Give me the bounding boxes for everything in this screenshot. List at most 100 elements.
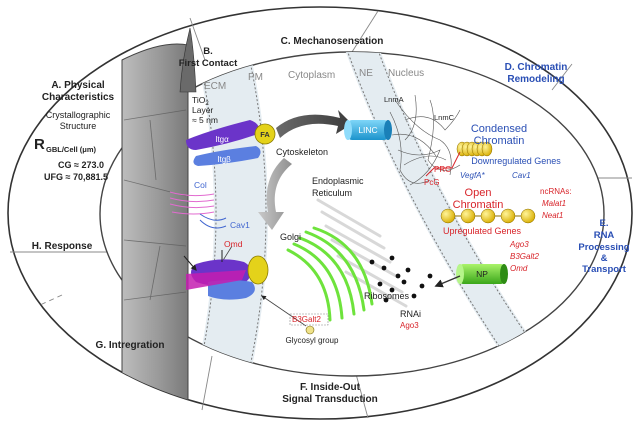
open-nucleosome — [520, 208, 536, 224]
ribosome-dot — [401, 279, 407, 285]
b3galt2-gene: B3Galt2 — [510, 252, 539, 261]
ribosome-dot — [427, 273, 433, 279]
section-a-sub-line2: Structure — [60, 121, 97, 131]
focal-adhesion — [254, 123, 276, 145]
open-chromatin-balls — [440, 208, 536, 224]
tio2-label: TiO2 — [192, 95, 209, 107]
condensed-nucleosome — [481, 141, 493, 157]
region-pm: PM — [248, 72, 263, 83]
integrin-alpha — [186, 120, 259, 150]
glycosyl-label: Glycosyl group — [286, 336, 339, 345]
section-g-title: G. Intregration — [96, 340, 165, 351]
section-b-title-line2: First Contact — [179, 58, 238, 69]
section-f-title: F. Inside-Out — [300, 382, 361, 393]
itgb-label: Itgβ — [217, 155, 231, 164]
ribosome-dot — [395, 273, 401, 279]
golgi-apparatus — [286, 226, 374, 322]
open-nucleosome — [440, 208, 456, 224]
col-label: Col — [194, 180, 207, 190]
section-d-title-line2: Remodeling — [507, 74, 564, 85]
substrate-wall — [121, 43, 189, 419]
b3galt2-label: B3Galt2 — [292, 315, 321, 324]
ribosome-dot — [369, 259, 375, 265]
section-e-title-line4: & — [601, 253, 608, 264]
open-chromatin-label: Open — [465, 187, 492, 199]
ribosome-dot — [389, 255, 395, 261]
ribosome-dot — [377, 281, 383, 287]
open-nucleosome — [480, 208, 496, 224]
cav1-curve — [199, 213, 227, 229]
section-b-title: B. — [203, 46, 213, 57]
downregulated-label: Downregulated Genes — [471, 156, 561, 166]
linc-complex — [344, 120, 392, 140]
lnma-label: LnmA — [384, 95, 404, 104]
glycosyl-group — [261, 295, 329, 335]
cytoskeleton-label: Cytoskeleton — [276, 147, 328, 157]
section-d-title: D. Chromatin — [505, 62, 568, 73]
section-f-title-line2: Signal Transduction — [282, 394, 378, 405]
vegfa-gene: VegfA* — [460, 171, 485, 180]
condensed-chromatin-label: Condensed — [471, 123, 527, 135]
omd-gene: Omd — [510, 264, 528, 273]
section-a-sub: Crystallographic — [46, 110, 111, 120]
collagen-fibers — [169, 191, 215, 215]
prc-connector — [425, 151, 461, 177]
er-label-line2: Reticulum — [312, 188, 352, 198]
ncrnas-label: ncRNAs: — [540, 187, 572, 196]
lamin-network — [389, 94, 461, 186]
np-export-arrow — [434, 275, 461, 288]
first-contact-spike — [179, 27, 197, 93]
condensed-chromatin-label-line2: Chromatin — [474, 135, 525, 147]
cav1-label: Cav1 — [230, 220, 250, 230]
section-e-title-line5: Transport — [582, 264, 627, 275]
section-h-title: H. Response — [32, 241, 93, 252]
itga-label: Itgα — [215, 135, 229, 144]
upregulated-label: Upregulated Genes — [443, 226, 522, 236]
rnai-label: RNAi — [400, 309, 421, 319]
integrin-beta — [193, 146, 261, 166]
golgi-label: Golgi — [280, 232, 301, 242]
pcg-label: PcG — [424, 178, 440, 187]
ribosomes-label: Ribosomes — [364, 291, 410, 301]
receptor-cluster — [183, 250, 269, 300]
section-a-title: A. Physical — [51, 80, 105, 91]
ribosome-dot — [383, 297, 389, 303]
region-ecm: ECM — [204, 81, 226, 92]
ago3-gene: Ago3 — [509, 240, 529, 249]
ufg-value: UFG ≈ 70,881.5 — [44, 172, 108, 182]
section-e-title-line2: RNA — [594, 230, 615, 241]
er-label: Endoplasmic — [312, 176, 364, 186]
ago3-label: Ago3 — [400, 321, 419, 330]
ribosome-dots — [369, 255, 433, 303]
fa-label: FA — [260, 130, 270, 139]
malat1-gene: Malat1 — [542, 199, 566, 208]
ribosome-dot — [381, 265, 387, 271]
np-label: NP — [476, 269, 488, 279]
cg-value: CG ≈ 273.0 — [58, 160, 104, 170]
open-nucleosome — [500, 208, 516, 224]
cytoskeleton-arrow — [276, 110, 352, 138]
region-nucleus: Nucleus — [388, 68, 424, 79]
r-subscript: GBL/Cell (μm) — [46, 145, 97, 154]
ribosome-dot — [389, 287, 395, 293]
linc-label: LINC — [358, 125, 377, 135]
section-e-title-line3: Processing — [578, 242, 629, 253]
lnmc-label: LnmC — [434, 113, 455, 122]
omd-label: Omd — [224, 239, 243, 249]
prc-label: PRC — [434, 165, 451, 174]
cav1-gene: Cav1 — [512, 171, 531, 180]
open-nucleosome — [460, 208, 476, 224]
signal-arrow — [258, 158, 292, 230]
ribosome-dot — [411, 293, 417, 299]
region-cytoplasm: Cytoplasm — [288, 70, 335, 81]
section-e-title: E. — [600, 218, 609, 229]
section-c-title: C. Mechanosensation — [281, 36, 384, 47]
ribosome-dot — [405, 267, 411, 273]
region-ne: NE — [359, 68, 373, 79]
condensed-chromatin-balls — [456, 141, 493, 157]
open-chromatin-label-line2: Chromatin — [453, 199, 504, 211]
ribosome-dot — [419, 283, 425, 289]
tio2-layer: Layer — [192, 105, 213, 115]
